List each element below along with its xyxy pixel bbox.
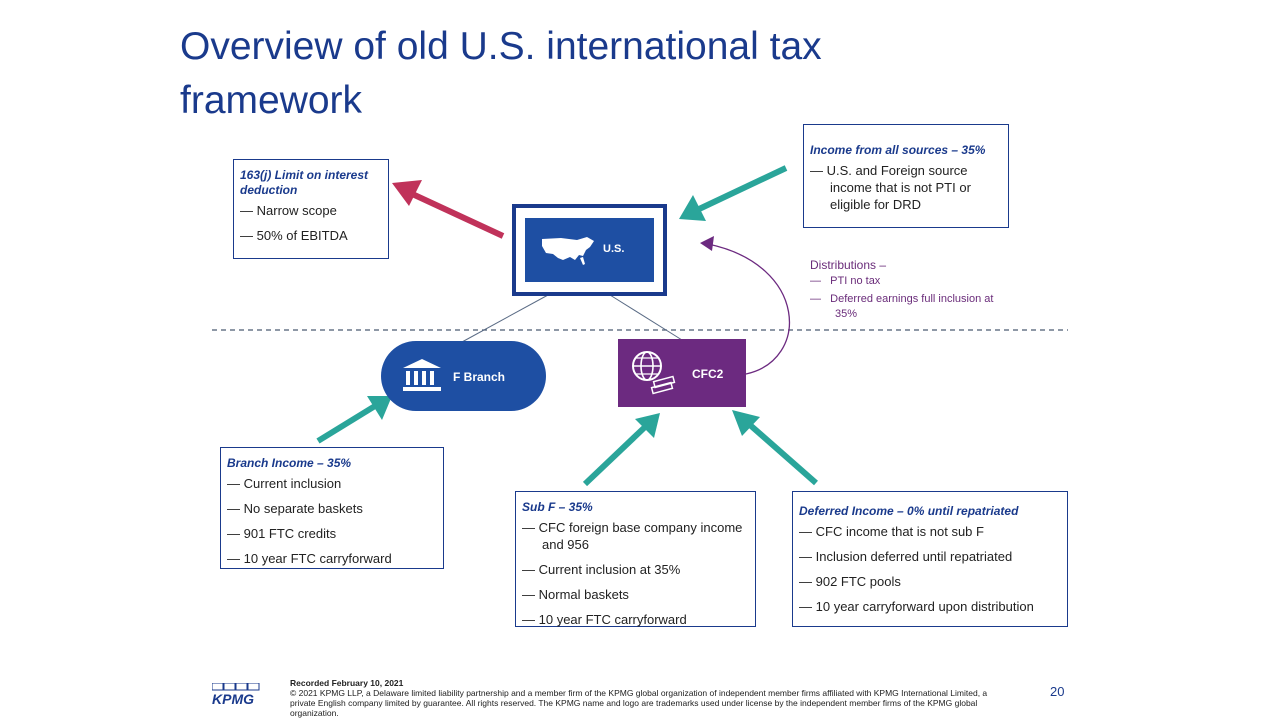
- subf-arrow-head: [635, 413, 660, 438]
- slide-title-line1: Overview of old U.S. international tax: [180, 25, 822, 68]
- branch-income-box: Branch Income – 35% Current inclusion No…: [220, 447, 444, 569]
- subf-box: Sub F – 35% CFC foreign base company inc…: [515, 491, 756, 627]
- interest-limit-box: 163(j) Limit on interest deduction Narro…: [233, 159, 389, 259]
- recorded-date: Recorded February 10, 2021: [290, 678, 404, 688]
- deferred-income-item: Inclusion deferred until repatriated: [799, 548, 1061, 565]
- globe-money-icon: [632, 351, 676, 395]
- subf-item: Normal baskets: [522, 586, 749, 603]
- page-number: 20: [1050, 684, 1065, 699]
- branch-income-item: 10 year FTC carryforward: [227, 550, 437, 567]
- distributions-arrow: [707, 243, 790, 375]
- subf-item: CFC foreign base company income and 956: [522, 519, 749, 553]
- income-sources-box: Income from all sources – 35% U.S. and F…: [803, 124, 1009, 228]
- deferred-income-item: 10 year carryforward upon distribution: [799, 598, 1061, 615]
- deferred-arrow-head: [732, 410, 760, 436]
- copyright-notice: © 2021 KPMG LLP, a Delaware limited liab…: [290, 688, 988, 718]
- deferred-arrow: [748, 422, 818, 486]
- branch-node: F Branch: [381, 341, 546, 411]
- income-sources-title: Income from all sources – 35%: [810, 143, 986, 157]
- branch-income-item: Current inclusion: [227, 475, 437, 492]
- kpmg-logo: KPMG: [212, 683, 262, 706]
- slide-title: Overview of old U.S. international tax f…: [180, 20, 1080, 128]
- deferred-income-title: Deferred Income – 0% until repatriated: [799, 504, 1019, 518]
- connector-us-branch: [461, 294, 549, 343]
- interest-limit-title: 163(j) Limit on interest deduction: [240, 168, 369, 197]
- subf-arrow: [582, 424, 648, 487]
- interest-arrow: [406, 189, 505, 239]
- branch-income-item: 901 FTC credits: [227, 525, 437, 542]
- us-node-label: U.S.: [603, 243, 625, 255]
- branch-node-label: F Branch: [453, 370, 506, 384]
- us-map-icon: [542, 237, 594, 265]
- deferred-income-box: Deferred Income – 0% until repatriated C…: [792, 491, 1068, 627]
- kpmg-logo-boxes-icon: [212, 683, 260, 691]
- distributions-title: Distributions –: [810, 258, 887, 272]
- distributions-item: — PTI no tax: [810, 274, 880, 289]
- income-arrow: [695, 165, 788, 213]
- deferred-income-item: CFC income that is not sub F: [799, 523, 1061, 540]
- distributions-arrow-head: [700, 236, 714, 251]
- branch-arrow: [316, 403, 377, 444]
- income-sources-item: U.S. and Foreign source income that is n…: [810, 162, 1002, 213]
- connector-us-cfc: [609, 294, 683, 341]
- income-arrow-head: [679, 195, 706, 221]
- deferred-income-item: 902 FTC pools: [799, 573, 1061, 590]
- distributions-item-text: PTI no tax: [830, 275, 881, 287]
- cfc-node: CFC2: [618, 339, 746, 407]
- branch-income-item: No separate baskets: [227, 500, 437, 517]
- bank-icon: [403, 359, 441, 391]
- interest-limit-item: 50% of EBITDA: [240, 227, 382, 244]
- subf-item: 10 year FTC carryforward: [522, 611, 749, 628]
- us-node: U.S.: [512, 204, 667, 296]
- distributions-item-text: Deferred earnings full inclusion at 35%: [830, 293, 994, 320]
- distributions-dash: —: [810, 293, 831, 305]
- interest-arrow-head: [392, 180, 422, 206]
- cfc-node-label: CFC2: [692, 367, 724, 381]
- subf-item: Current inclusion at 35%: [522, 561, 749, 578]
- kpmg-logo-text: KPMG: [212, 691, 254, 707]
- branch-arrow-head: [367, 396, 392, 420]
- distributions-dash: —: [810, 275, 831, 287]
- slide-title-line2: framework: [180, 79, 363, 122]
- footer-text: Recorded February 10, 2021 © 2021 KPMG L…: [290, 678, 1006, 718]
- subf-title: Sub F – 35%: [522, 500, 593, 514]
- distributions-item: — Deferred earnings full inclusion at 35…: [810, 292, 995, 322]
- interest-limit-item: Narrow scope: [240, 202, 382, 219]
- branch-income-title: Branch Income – 35%: [227, 456, 352, 470]
